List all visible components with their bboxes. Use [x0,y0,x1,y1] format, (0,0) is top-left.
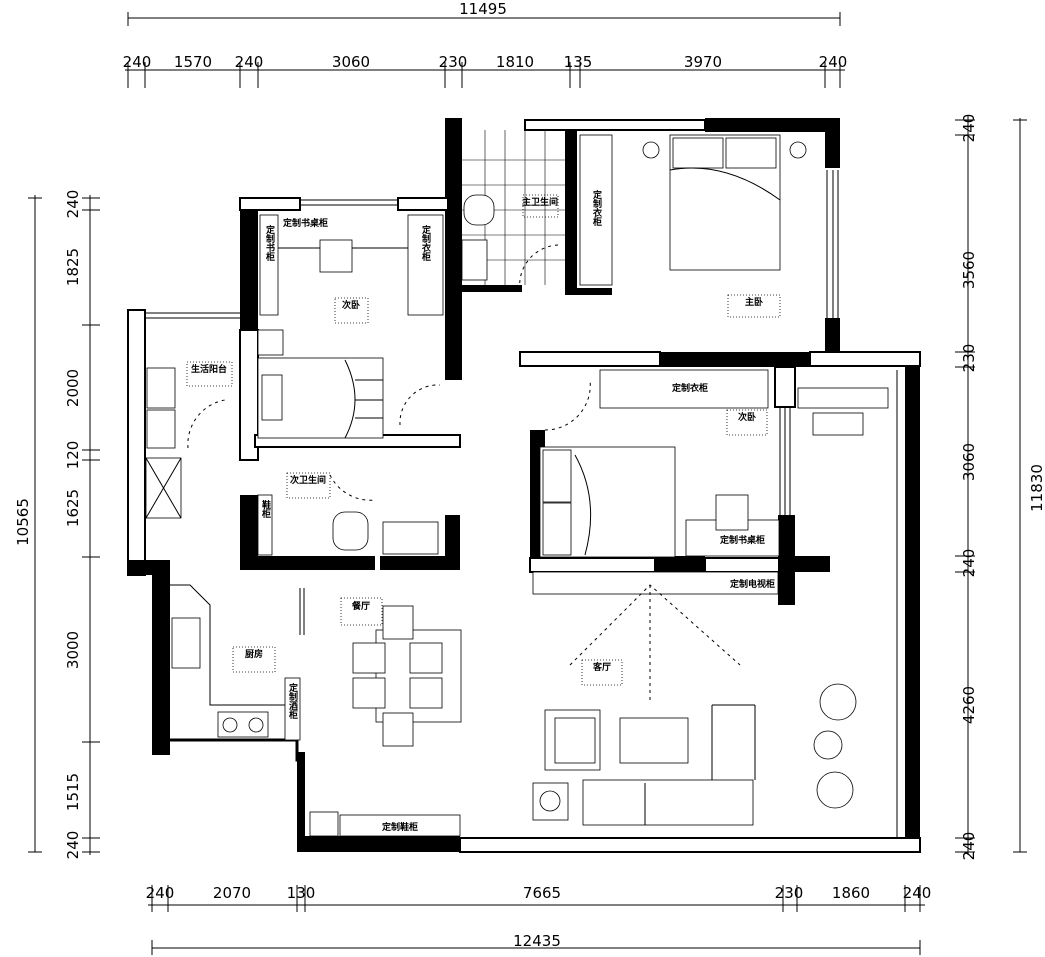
label-wardrobe-b: 定制衣柜 [671,382,708,394]
dimension-top: 11495 240 1570 240 3060 230 1810 135 397… [123,0,848,88]
label-desk-cabinet-b: 定制书桌柜 [719,534,765,546]
dim-top-seg: 240 [819,53,848,71]
dim-right-seg: 240 [960,832,978,861]
dim-bottom-seg: 130 [287,884,316,902]
dim-left-seg: 1625 [64,489,82,527]
lamp-icon [642,141,660,159]
room-second-bedroom-a: 次卧 [342,299,360,311]
label-desk-cabinet-a: 定制书桌柜 [282,217,328,229]
dimension-bottom: 240 2070 130 7665 230 1860 240 12435 [146,884,932,955]
room-balcony: 生活阳台 [191,363,227,375]
sink-icon [382,521,439,555]
room-master-bath: 主卫生间 [522,196,558,208]
dim-bottom-seg: 2070 [213,884,251,902]
dim-left-seg: 1515 [64,773,82,811]
label-wine-cabinet: 定制酒柜 [287,682,299,720]
dim-left-seg: 240 [64,831,82,860]
dim-right-seg: 230 [960,344,978,373]
chair-icon [816,771,854,809]
dimension-left: 10565 240 1825 2000 120 1625 3000 1515 2… [14,190,100,860]
dim-right-seg: 4260 [960,686,978,724]
room-second-bath: 次卫生间 [290,474,326,486]
walls [127,118,921,853]
dim-bottom-seg: 7665 [523,884,561,902]
dim-top-total: 11495 [459,0,507,18]
room-dining: 餐厅 [351,600,370,612]
lamp-icon [789,141,807,159]
label-storage: 鞋柜 [260,499,272,519]
dim-bottom-seg: 240 [903,884,932,902]
dim-bottom-seg: 240 [146,884,175,902]
dim-left-seg: 2000 [64,369,82,407]
sink-icon [171,617,201,669]
side-table-icon [813,730,843,760]
dim-top-seg: 230 [439,53,468,71]
dimension-right: 11830 240 3560 230 3060 240 4260 240 [955,114,1045,861]
dim-right-seg: 3560 [960,251,978,289]
dim-top-seg: 240 [235,53,264,71]
dim-top-seg: 3060 [332,53,370,71]
room-kitchen: 厨房 [245,648,263,660]
sink-icon [461,239,488,281]
dim-bottom-seg: 230 [775,884,804,902]
room-second-bedroom-b: 次卧 [738,411,756,423]
toilet-icon [463,194,495,226]
label-shoe-cabinet: 定制鞋柜 [381,821,418,833]
sofa [582,779,754,826]
dim-top-seg: 1570 [174,53,212,71]
dim-top-seg: 240 [123,53,152,71]
dim-right-seg: 240 [960,114,978,143]
dim-left-seg: 3000 [64,631,82,669]
dim-bottom-seg: 1860 [832,884,870,902]
label-bookcase: 定制书柜 [264,224,276,262]
label-tv-cabinet: 定制电视柜 [729,578,775,590]
dim-left-seg: 120 [64,441,82,470]
dim-top-seg: 135 [564,53,593,71]
dim-right-seg: 3060 [960,443,978,481]
piano-icon [797,387,889,409]
dim-right-seg: 240 [960,549,978,578]
toilet-icon [332,511,369,551]
dim-top-seg: 3970 [684,53,722,71]
label-wardrobe-a: 定制衣柜 [420,224,432,262]
dim-left-total: 10565 [14,498,32,546]
chair-icon [819,683,857,721]
room-living: 客厅 [592,661,611,673]
dim-top-seg: 1810 [496,53,534,71]
label-wardrobe-master: 定制衣柜 [591,189,603,227]
dim-right-total: 11830 [1028,464,1045,512]
dim-left-seg: 240 [64,190,82,219]
furniture: 定制衣柜 定制书柜 定制书桌柜 定制衣柜 鞋柜 定制衣柜 [145,130,898,838]
room-labels: 主卫生间 主卧 次卧 生活阳台 次卫生间 次卧 餐厅 厨房 客厅 [186,194,781,686]
dim-left-seg: 1825 [64,248,82,286]
room-master-bedroom: 主卧 [745,296,763,308]
dim-bottom-total: 12435 [513,932,561,950]
